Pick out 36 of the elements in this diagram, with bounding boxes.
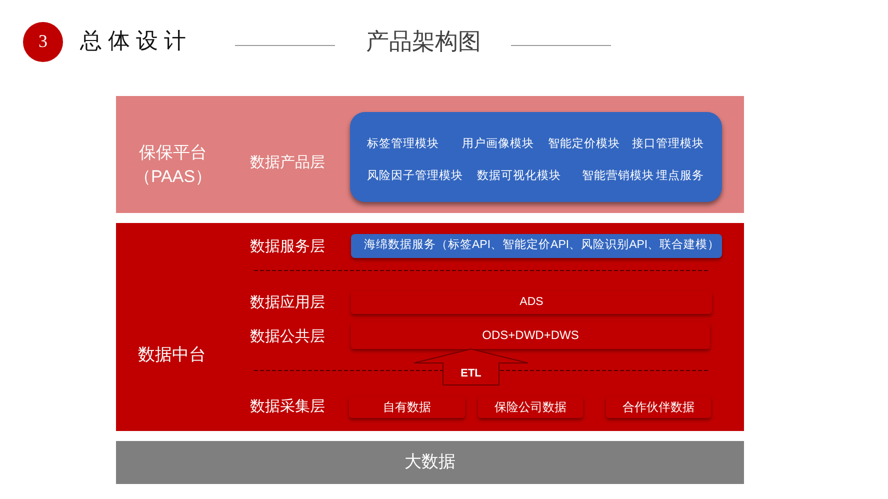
- platform-band: [116, 96, 744, 213]
- source-data-card: [478, 396, 583, 418]
- source-name: 自有数据: [383, 400, 431, 414]
- data-platform-band: [116, 223, 744, 431]
- layer-label: 数据产品层: [250, 154, 325, 172]
- platform-title: 数据中台: [138, 345, 206, 366]
- source-name: 保险公司数据: [494, 400, 566, 414]
- module-label: 接口管理模块: [632, 138, 704, 152]
- module-label: 数据可视化模块: [477, 170, 561, 184]
- layer-name: ADS: [520, 296, 544, 310]
- module-label: 标签管理模块: [367, 138, 439, 152]
- module-label: 埋点服务: [656, 170, 704, 184]
- source-data-card: [349, 396, 465, 418]
- foundation-label: 大数据: [404, 452, 456, 473]
- platform-title: 保保平台（PAAS）: [132, 142, 214, 188]
- source-name: 合作伙伴数据: [622, 400, 694, 414]
- foundation-band: [116, 441, 744, 484]
- public-layer-bar: [351, 322, 710, 349]
- layer-name: ODS+DWD+DWS: [482, 328, 579, 343]
- section-heading: 总体设计: [80, 28, 192, 54]
- layer-label: 数据服务层: [250, 238, 325, 256]
- source-data-card: [606, 396, 711, 418]
- layer-label: 数据公共层: [250, 328, 325, 346]
- service-bar: [351, 234, 722, 258]
- module-label: 智能定价模块: [548, 138, 620, 152]
- section-number: 3: [38, 31, 48, 53]
- module-label: 风险因子管理模块: [367, 170, 463, 184]
- module-panel: [350, 112, 722, 202]
- application-layer-bar: [351, 291, 712, 314]
- module-label: 用户画像模块: [462, 138, 534, 152]
- layer-label: 数据应用层: [250, 294, 325, 312]
- layer-label: 数据采集层: [250, 398, 325, 416]
- diagram-title: 产品架构图: [366, 28, 481, 56]
- service-description: 海绵数据服务（标签API、智能定价API、风险识别API、联合建模）: [364, 239, 720, 253]
- module-label: 智能营销模块: [582, 170, 654, 184]
- section-number-circle: [23, 22, 63, 62]
